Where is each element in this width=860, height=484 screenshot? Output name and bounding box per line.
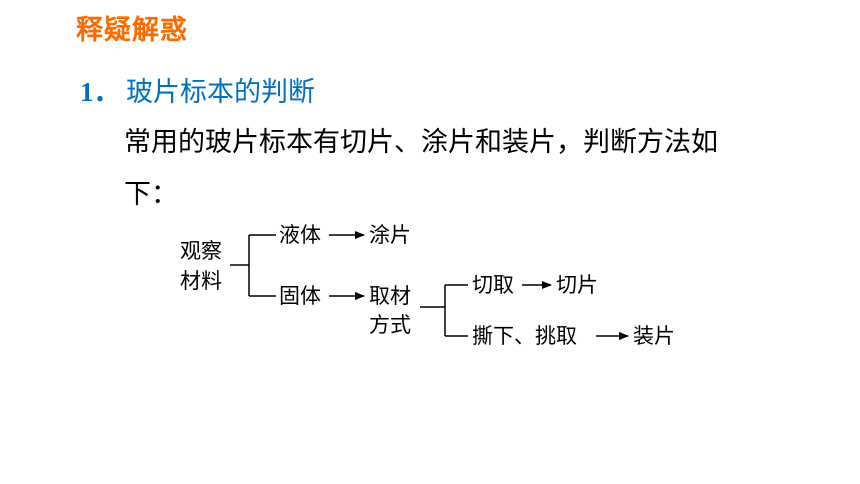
node-cut: 切取 xyxy=(472,273,514,297)
node-method-line2: 方式 xyxy=(369,313,411,337)
node-observe-material-line1: 观察 xyxy=(180,239,222,263)
body-text-line-1: 常用的玻片标本有切片、涂片和装片，判断方法如 xyxy=(124,127,718,158)
bracket-root xyxy=(230,234,276,297)
node-solid: 固体 xyxy=(279,284,321,308)
node-liquid: 液体 xyxy=(279,223,321,247)
node-method-line1: 取材 xyxy=(369,284,411,308)
node-section: 切片 xyxy=(556,273,598,297)
node-smear: 涂片 xyxy=(369,223,411,247)
body-text-line-2: 下： xyxy=(124,179,178,210)
topic-number: 1． xyxy=(80,77,121,107)
topic-heading: 1．玻片标本的判断 xyxy=(80,70,315,109)
bracket-method xyxy=(420,284,468,337)
node-tear-pick: 撕下、挑取 xyxy=(472,324,577,348)
node-mount: 装片 xyxy=(633,324,675,348)
node-observe-material-line2: 材料 xyxy=(180,269,222,293)
topic-title: 玻片标本的判断 xyxy=(126,77,315,108)
section-title: 释疑解惑 xyxy=(76,15,188,46)
